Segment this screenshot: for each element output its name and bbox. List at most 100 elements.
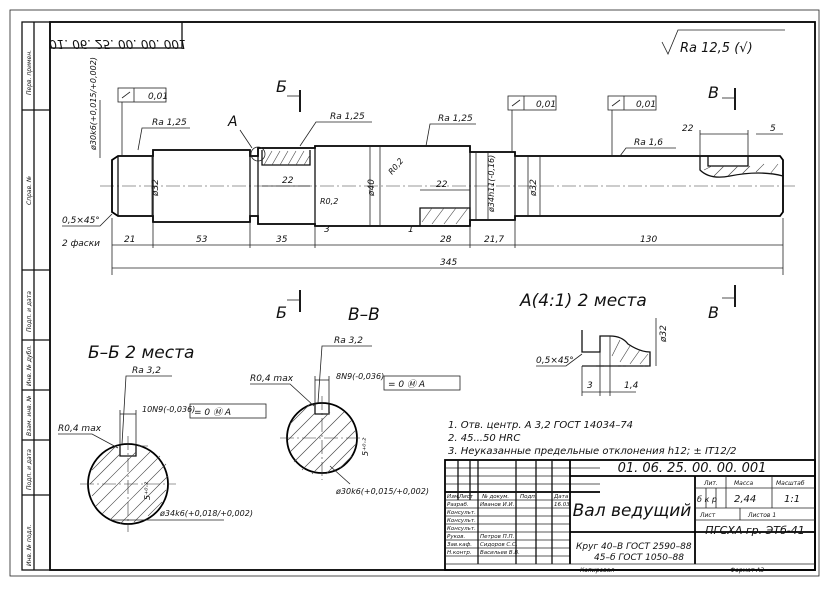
tolerance-frames: 0,01 0,01 0,01 bbox=[117, 87, 657, 156]
tb-role-4: Консульт. bbox=[447, 526, 476, 532]
tb-col-date: Дата bbox=[553, 494, 569, 500]
detail-a-marker bbox=[250, 146, 266, 162]
vv-title: В–В bbox=[348, 305, 380, 325]
shaft-dimensions: ø30k6(+0,015/+0,002) ø32 ø40 ø32 ø34h11(… bbox=[62, 57, 784, 275]
a-d32: ø32 bbox=[659, 325, 669, 343]
note-2: 2. 45...50 HRC bbox=[448, 433, 520, 444]
dim-217: 21,7 bbox=[484, 235, 504, 245]
tb-role-5: Руков. bbox=[447, 534, 466, 540]
section-v-top: В bbox=[708, 83, 719, 102]
doc-number-mirrored: 01. 06. 25. 00. 00. 001 bbox=[49, 37, 186, 51]
dim-28: 28 bbox=[440, 235, 452, 245]
section-v-bottom: В bbox=[708, 303, 719, 322]
bb-five: 5⁺⁰·² bbox=[143, 481, 152, 500]
dim-d40: ø40 bbox=[367, 179, 377, 197]
dim-22c: 22 bbox=[682, 124, 694, 134]
tb-lit-values: б к р bbox=[697, 495, 717, 504]
ra-2: Ra 1,25 bbox=[330, 112, 365, 122]
tb-role-3: Консульт. bbox=[447, 518, 476, 524]
tb-part-name: Вал ведущий bbox=[573, 501, 692, 521]
tb-designation: 01. 06. 25. 00. 00. 001 bbox=[618, 461, 767, 476]
tb-name-6: Сидоров С.С. bbox=[480, 542, 518, 548]
side-strip: Перв. примен. Справ. № Подп. и дата Инв.… bbox=[21, 21, 51, 571]
dim-345: 345 bbox=[440, 258, 457, 268]
strip-label-5: Взам. инв. № bbox=[26, 395, 33, 436]
bb-r04: R0,4 max bbox=[58, 424, 102, 434]
dim-d30k6: ø30k6(+0,015/+0,002) bbox=[89, 57, 98, 151]
dim-r02b: R0,2 bbox=[320, 197, 338, 206]
dim-1: 1 bbox=[408, 225, 414, 235]
tb-mass-label: Масса bbox=[734, 480, 753, 487]
general-roughness-text: Ra 12,5 (√) bbox=[680, 41, 753, 56]
vv-frame: = 0 Ⓜ A bbox=[388, 379, 425, 390]
tol-1: 0,01 bbox=[148, 92, 168, 102]
dim-21: 21 bbox=[124, 235, 135, 245]
tb-role-2: Консульт. bbox=[447, 510, 476, 516]
tb-col-izm: Изм. bbox=[447, 494, 460, 500]
title-block: Изм. Лист № докум. Подп. Дата Разраб. Ив… bbox=[444, 459, 816, 574]
a-14: 1,4 bbox=[624, 381, 639, 391]
tb-role-6: Зав.каф. bbox=[447, 542, 472, 548]
vv-five: 5⁺⁰·² bbox=[361, 437, 370, 456]
note-1: 1. Отв. центр. А 3,2 ГОСТ 14034–74 bbox=[448, 420, 633, 431]
strip-label-4: Инв. № дубл. bbox=[26, 345, 33, 386]
section-markers: Б Б В В bbox=[276, 77, 736, 322]
shaft-main-view: А bbox=[100, 114, 795, 227]
bb-key: 10N9(-0,036) bbox=[142, 405, 195, 414]
tb-mass: 2,44 bbox=[734, 494, 756, 505]
dim-53: 53 bbox=[196, 235, 208, 245]
tb-material-1: Круг 40–В ГОСТ 2590–88 bbox=[576, 542, 692, 552]
general-roughness: Ra 12,5 (√) bbox=[661, 29, 785, 56]
tb-scale-label: Масштаб bbox=[776, 480, 805, 487]
strip-label-1: Перв. примен. bbox=[26, 50, 33, 95]
vv-r04: R0,4 max bbox=[250, 374, 294, 384]
a-chamfer: 0,5×45° bbox=[536, 356, 574, 366]
strip-label-3: Подп. и дата bbox=[26, 291, 33, 332]
dim-d32a: ø32 bbox=[151, 179, 161, 197]
dim-r02a: R0,2 bbox=[387, 156, 406, 176]
sheet-border bbox=[9, 9, 820, 577]
tb-name-7: Васильев В.В. bbox=[480, 550, 520, 556]
strip-label-2: Справ. № bbox=[26, 176, 33, 205]
tb-org: ПГСХА гр. ЭТб-41 bbox=[705, 524, 805, 537]
dim-d34h11: ø34h11(-0,16) bbox=[487, 155, 496, 213]
bb-dia: ø34k6(+0,018/+0,002) bbox=[159, 509, 253, 518]
tol-2: 0,01 bbox=[536, 100, 556, 110]
tb-col-list: Лист bbox=[458, 494, 474, 500]
tb-sheets-label: Листов 1 bbox=[747, 512, 776, 519]
note-3: 3. Неуказанные предельные отклонения h12… bbox=[448, 446, 736, 457]
tb-date-1: 16.03 bbox=[554, 502, 570, 508]
dim-22b: 22 bbox=[436, 180, 448, 190]
tb-scale: 1:1 bbox=[784, 494, 800, 505]
section-bb-view: Б–Б 2 места Ra 3,2 R0,4 max 10N9(-0,036)… bbox=[58, 343, 267, 532]
section-b-bottom: Б bbox=[276, 303, 287, 322]
vv-key: 8N9(-0,036) bbox=[336, 372, 384, 381]
tb-role-1: Разраб. bbox=[447, 502, 469, 508]
ra-4: Ra 1,6 bbox=[634, 138, 663, 148]
bb-ra: Ra 3,2 bbox=[132, 366, 161, 376]
strip-label-7: Инв. № подл. bbox=[26, 525, 33, 566]
detail-a-view: А(4:1) 2 места ø32 0,5×45° 3 1,4 bbox=[519, 291, 669, 396]
dim-130: 130 bbox=[640, 235, 657, 245]
dim-35: 35 bbox=[276, 235, 288, 245]
tb-format: Формат А3 bbox=[730, 567, 764, 574]
vv-dia: ø30k6(+0,015/+0,002) bbox=[335, 487, 429, 496]
tol-3: 0,01 bbox=[636, 100, 656, 110]
tb-name-5: Петров П.П. bbox=[480, 534, 515, 540]
section-b-top: Б bbox=[276, 77, 287, 96]
tb-sheet-label: Лист bbox=[699, 512, 716, 519]
section-vv-view: В–В Ra 3,2 R0,4 max 8N9(-0,036) = 0 Ⓜ A … bbox=[250, 305, 461, 496]
tb-role-7: Н.контр. bbox=[447, 550, 472, 556]
tb-copied: Копировал bbox=[580, 567, 614, 574]
tb-lit-label: Лит. bbox=[703, 480, 718, 487]
dim-chamfer: 0,5×45° bbox=[62, 216, 100, 226]
technical-notes: 1. Отв. центр. А 3,2 ГОСТ 14034–74 2. 45… bbox=[448, 420, 736, 457]
a-3: 3 bbox=[587, 381, 593, 391]
tb-col-doc: № докум. bbox=[481, 494, 509, 500]
dim-chamfer-note: 2 фаски bbox=[62, 239, 100, 249]
tb-col-sign: Подп. bbox=[520, 494, 537, 500]
tb-material-2: 45–б ГОСТ 1050–88 bbox=[594, 553, 684, 563]
doc-number-box: 01. 06. 25. 00. 00. 001 bbox=[49, 21, 187, 51]
